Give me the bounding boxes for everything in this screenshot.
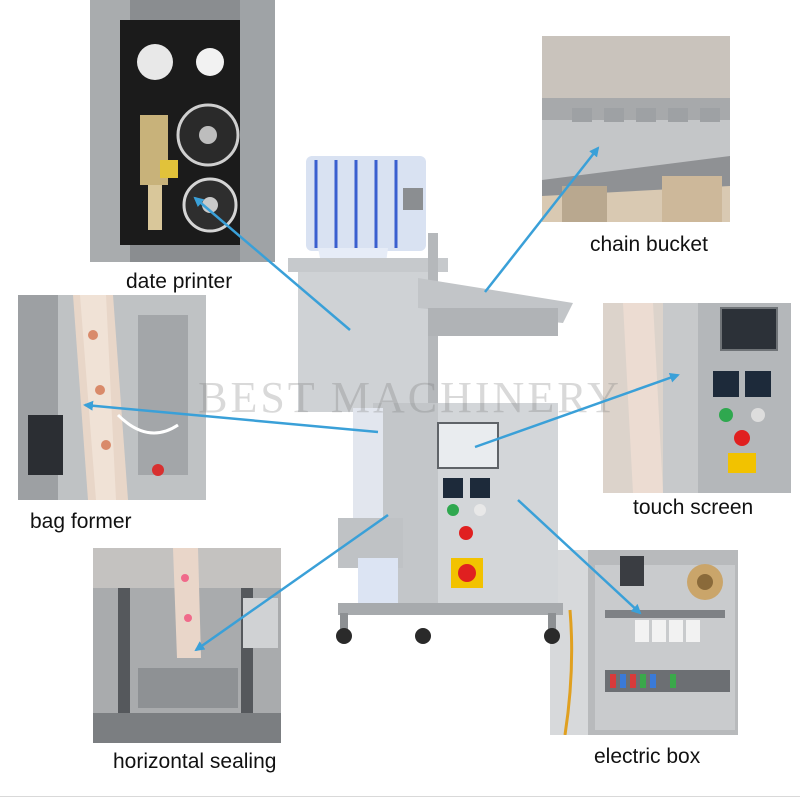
chain-bucket-label: chain bucket [590, 233, 708, 256]
electric-box-label: electric box [594, 745, 701, 768]
date-printer-label: date printer [126, 270, 233, 293]
bottom-divider [0, 796, 800, 797]
horizontal-sealing-label: horizontal sealing [113, 750, 277, 773]
electric-box-photo [550, 550, 738, 735]
bag-former-label: bag former [30, 510, 132, 533]
bag-former-photo [18, 295, 206, 500]
touch-screen-label: touch screen [633, 496, 754, 519]
date-printer-photo [90, 0, 275, 262]
horizontal-sealing-photo [93, 548, 281, 743]
watermark: BEST MACHINERY [198, 373, 622, 422]
